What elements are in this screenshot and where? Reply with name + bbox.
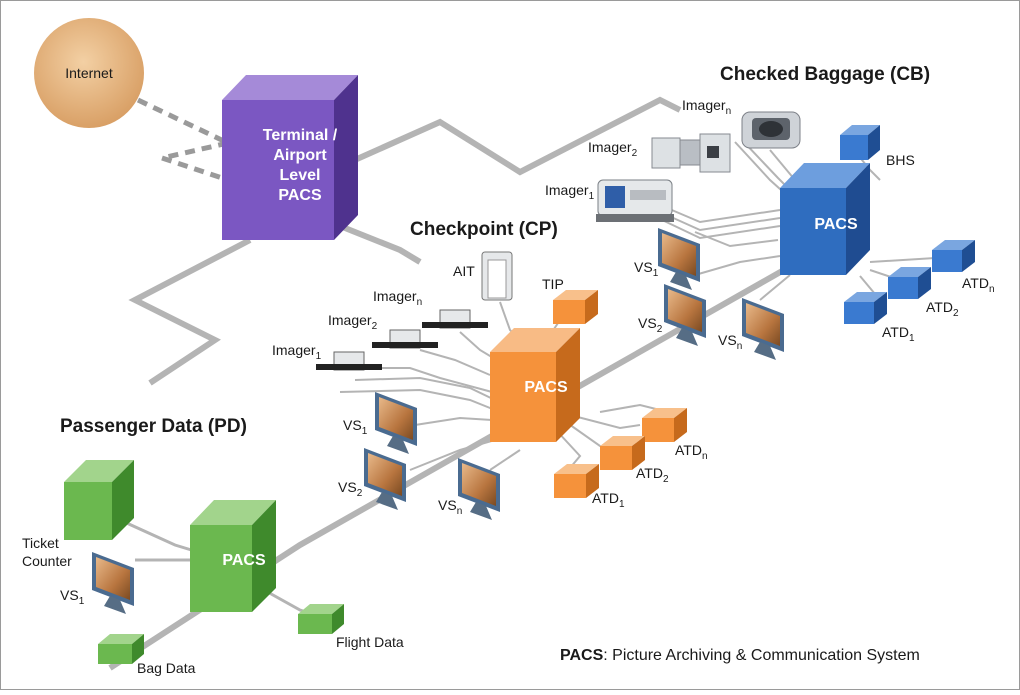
- cb-pacs-cube: PACS: [780, 163, 870, 275]
- internet-link-3: [161, 155, 229, 183]
- cb-vs-1-label: VS1: [634, 259, 659, 279]
- cb-vs-n-monitor: [742, 298, 784, 360]
- cp-pacs-cube: PACS: [490, 328, 580, 442]
- pd-flight-data-box: [298, 604, 344, 634]
- cp-atd-n-label: ATDn: [675, 442, 708, 462]
- svg-text:Imagern: Imagern: [682, 97, 731, 117]
- pd-pacs-cube: PACS: [190, 500, 276, 612]
- cb-atd-n-box: [932, 240, 975, 272]
- svg-text:Imager1: Imager1: [545, 182, 595, 202]
- cp-vs-1-monitor: [375, 392, 417, 454]
- cp-imager-n-device: [422, 309, 488, 329]
- cp-pacs-label: PACS: [524, 379, 568, 396]
- cb-atd-1-box: [844, 292, 887, 324]
- terminal-cb-link: [263, 96, 682, 203]
- legend-term: PACS: [560, 647, 604, 664]
- terminal-pacs-cube: Terminal / Airport Level PACS: [222, 75, 358, 240]
- cp-vs-n-monitor: [458, 458, 500, 520]
- cb-atd-n-label: ATDn: [962, 275, 995, 295]
- pd-pacs-label: PACS: [222, 552, 266, 569]
- terminal-pd-link: [128, 237, 252, 386]
- cp-imager-1-device: [316, 351, 382, 371]
- internet-link-1: [136, 97, 230, 146]
- cp-atd-2-box: [600, 436, 645, 470]
- pd-flight-data-label: Flight Data: [336, 634, 404, 650]
- cp-atd-2-label: ATD2: [636, 465, 669, 485]
- svg-text:VSn: VSn: [438, 497, 462, 517]
- svg-text:VSn: VSn: [718, 332, 742, 352]
- pd-ticket-label-1: Ticket: [22, 535, 59, 551]
- cb-bhs-box: [840, 125, 880, 160]
- terminal-line-2: Airport: [273, 147, 327, 164]
- legend-description: : Picture Archiving & Communication Syst…: [603, 647, 920, 664]
- cp-atd-n-box: [642, 408, 687, 442]
- terminal-line-1: Terminal /: [263, 127, 338, 144]
- cp-tip-box: [553, 290, 598, 324]
- svg-text:ATD2: ATD2: [926, 299, 959, 319]
- cb-imager-1-label: Imager1: [545, 182, 595, 202]
- cp-atd-1-box: [554, 464, 599, 498]
- terminal-line-4: PACS: [278, 187, 322, 204]
- svg-text:VS1: VS1: [343, 417, 368, 437]
- svg-text:Imagern: Imagern: [373, 288, 422, 308]
- cp-atd-1-label: ATD1: [592, 490, 625, 510]
- cb-imager-n-device: [741, 111, 801, 149]
- cb-vs-2-monitor: [664, 284, 706, 346]
- svg-text:Imager2: Imager2: [588, 139, 638, 159]
- svg-text:ATDn: ATDn: [675, 442, 708, 462]
- cp-imager-1-label: Imager1: [272, 342, 322, 362]
- cb-atd-2-box: [888, 267, 931, 299]
- heading-passenger-data: Passenger Data (PD): [60, 416, 247, 437]
- cb-atd-1-label: ATD1: [882, 324, 915, 344]
- internet-link-2: [161, 140, 229, 161]
- cp-vs-n-label: VSn: [438, 497, 462, 517]
- cb-vs-2-label: VS2: [638, 315, 663, 335]
- cb-vs-1-monitor: [658, 228, 700, 290]
- heading-checkpoint: Checkpoint (CP): [410, 219, 558, 240]
- pd-ticket-label-2: Counter: [22, 553, 72, 569]
- terminal-cp-link: [328, 219, 422, 265]
- legend: PACS: Picture Archiving & Communication …: [560, 647, 920, 664]
- svg-text:VS1: VS1: [634, 259, 659, 279]
- terminal-line-3: Level: [280, 167, 321, 184]
- internet-cloud: [34, 18, 144, 128]
- pd-bag-data-box: [98, 634, 144, 664]
- pd-ticket-counter-box: [64, 460, 134, 540]
- svg-text:ATDn: ATDn: [962, 275, 995, 295]
- cb-vs-n-label: VSn: [718, 332, 742, 352]
- cp-vs-2-label: VS2: [338, 479, 363, 499]
- cb-bhs-label: BHS: [886, 152, 915, 168]
- cp-vs-1-label: VS1: [343, 417, 368, 437]
- pd-vs-1-label: VS1: [60, 587, 85, 607]
- cb-pacs-label: PACS: [814, 216, 858, 233]
- cp-imager-2-label: Imager2: [328, 312, 378, 332]
- cb-imager-2-device: [651, 133, 731, 173]
- cb-atd-2-label: ATD2: [926, 299, 959, 319]
- pd-bag-data-label: Bag Data: [137, 660, 196, 676]
- cp-imager-2-device: [372, 329, 438, 349]
- cp-ait-label: AIT: [453, 263, 475, 279]
- svg-text:ATD1: ATD1: [882, 324, 915, 344]
- pd-vs-1-monitor: [92, 552, 134, 614]
- svg-text:Imager2: Imager2: [328, 312, 378, 332]
- svg-text:Imager1: Imager1: [272, 342, 322, 362]
- svg-text:ATD1: ATD1: [592, 490, 625, 510]
- internet-label: Internet: [65, 65, 113, 81]
- heading-checked-baggage: Checked Baggage (CB): [720, 64, 930, 85]
- cb-imager-n-label: Imagern: [682, 97, 731, 117]
- cp-ait-device: [481, 251, 513, 301]
- svg-text:VS2: VS2: [638, 315, 663, 335]
- svg-text:ATD2: ATD2: [636, 465, 669, 485]
- cp-tip-label: TIP: [542, 276, 564, 292]
- cp-vs-2-monitor: [364, 448, 406, 510]
- cb-imager-2-label: Imager2: [588, 139, 638, 159]
- svg-text:VS2: VS2: [338, 479, 363, 499]
- cb-imager-1-device: [596, 179, 674, 222]
- cp-imager-n-label: Imagern: [373, 288, 422, 308]
- svg-text:VS1: VS1: [60, 587, 85, 607]
